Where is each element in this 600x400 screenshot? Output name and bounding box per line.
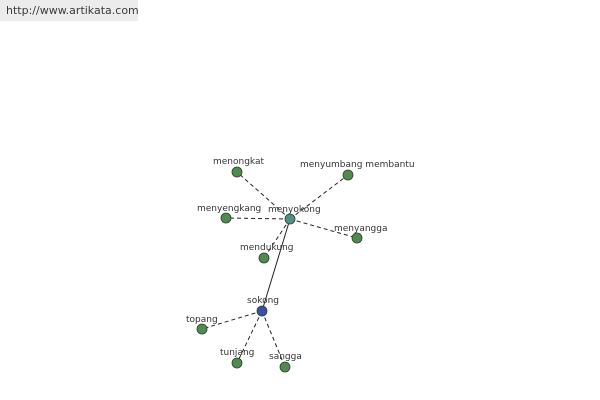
edge-sokong-sangga	[261, 310, 286, 368]
label-sangga: sangga	[269, 352, 302, 362]
edge-menyokong-menyumbang	[289, 174, 349, 220]
node-menyengkang[interactable]	[220, 212, 232, 224]
node-menyangga[interactable]	[351, 232, 363, 244]
node-tunjang[interactable]	[231, 357, 243, 369]
label-menyumbang: menyumbang membantu	[300, 160, 415, 170]
label-menongkat: menongkat	[213, 157, 265, 167]
label-layer: menyokong sokong menongkat menyumbang memba…	[186, 157, 415, 362]
edge-menyokong-menyangga	[289, 218, 358, 239]
label-tunjang: tunjang	[220, 348, 254, 358]
node-menongkat[interactable]	[231, 166, 243, 178]
node-sokong[interactable]	[256, 305, 268, 317]
node-sangga[interactable]	[279, 361, 291, 373]
label-topang: topang	[186, 315, 218, 325]
label-mendukung: mendukung	[240, 243, 293, 253]
node-layer	[196, 166, 363, 373]
label-menyengkang: menyengkang	[197, 204, 261, 214]
source-url[interactable]: http://www.artikata.com	[0, 0, 139, 21]
edge-sokong-topang	[201, 310, 263, 330]
edge-sokong-tunjang	[236, 310, 263, 364]
edge-menyokong-menongkat	[236, 171, 291, 220]
node-menyokong[interactable]	[284, 213, 296, 225]
edge-menyokong-sokong	[261, 218, 291, 312]
edge-menyokong-menyengkang	[225, 217, 291, 220]
label-menyangga: menyangga	[334, 224, 388, 234]
label-menyokong: menyokong	[268, 205, 321, 215]
label-sokong: sokong	[247, 296, 279, 306]
edge-menyokong-mendukung	[263, 218, 291, 259]
node-mendukung[interactable]	[258, 252, 270, 264]
node-menyumbang[interactable]	[342, 169, 354, 181]
node-topang[interactable]	[196, 323, 208, 335]
edge-layer	[201, 171, 358, 368]
